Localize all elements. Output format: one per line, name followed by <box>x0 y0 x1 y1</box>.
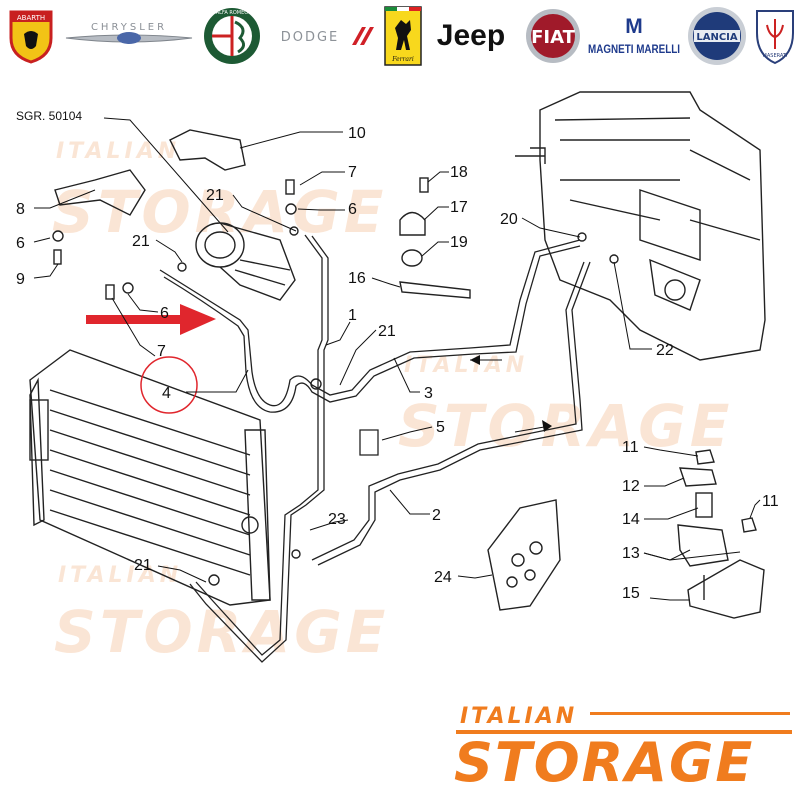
callout-11-right: 11 <box>762 493 779 510</box>
highlight-circle <box>140 356 198 414</box>
highlight-arrow <box>86 304 216 335</box>
maserati-logo: MASERATI <box>752 8 798 65</box>
callout-19: 19 <box>450 234 468 251</box>
chrysler-logo: CHRYSLER <box>62 8 196 64</box>
callout-6-top: 6 <box>348 201 357 218</box>
dodge-logo: DODGE <box>266 8 376 64</box>
callout-11-top: 11 <box>622 439 639 456</box>
callout-2: 2 <box>432 507 441 524</box>
callout-21-mid: 21 <box>378 323 396 340</box>
part-10-bracket <box>169 129 246 171</box>
diagram-reference: SGR. 50104 <box>16 109 82 123</box>
svg-text:M: M <box>625 15 643 38</box>
lancia-logo-text: LANCIA <box>696 32 738 43</box>
callout-22: 22 <box>656 342 674 359</box>
jeep-logo-text: Jeep <box>436 19 506 52</box>
magneti-marelli-logo-text: MAGNETI MARELLI <box>588 42 680 56</box>
callout-5: 5 <box>436 419 445 436</box>
evaporator-box <box>515 91 766 361</box>
watermark-top: ITALIAN STORAGE <box>52 139 387 246</box>
maserati-logo-text: MASERATI <box>763 53 788 59</box>
part-8-bracket <box>54 169 146 216</box>
callout-14: 14 <box>622 511 640 528</box>
magneti-marelli-logo: MAGNETI MARELLI M <box>586 8 682 64</box>
logo-line1: ITALIAN <box>460 704 578 729</box>
callout-labels: 10 7 6 18 17 19 8 21 6 9 21 16 20 6 1 21… <box>16 125 779 602</box>
leader-lines <box>33 131 761 601</box>
callout-18: 18 <box>450 164 468 181</box>
fiat-logo: FIAT <box>522 8 584 64</box>
callout-6-mid: 6 <box>160 305 169 322</box>
watermark-top-line2: STORAGE <box>52 178 387 246</box>
logo-rule-bottom <box>456 730 792 734</box>
ferrari-logo-text: Ferrari <box>391 56 414 63</box>
watermark-bottom-line2: STORAGE <box>54 598 389 666</box>
callout-12: 12 <box>622 478 640 495</box>
callout-13: 13 <box>622 545 640 562</box>
callout-21-bottom: 21 <box>134 557 152 574</box>
logo-line2: STORAGE <box>454 731 755 794</box>
jeep-logo: Jeep <box>426 8 516 64</box>
callout-1: 1 <box>348 307 357 324</box>
watermark-bottom: ITALIAN STORAGE <box>54 563 389 666</box>
abarth-logo: ABARTH <box>2 8 60 64</box>
ac-hose-exploded-diagram: ITALIAN STORAGE ITALIAN STORAGE ITALIAN … <box>16 91 779 666</box>
callout-7-top: 7 <box>348 164 357 181</box>
brand-logo-strip: ABARTH CHRYSLER ALFA ROMEO DODGE <box>0 0 800 72</box>
callout-10: 10 <box>348 125 366 142</box>
callout-9: 9 <box>16 271 25 288</box>
condenser <box>29 349 271 606</box>
callout-21-left: 21 <box>132 233 150 250</box>
flow-arrows <box>470 355 552 433</box>
part-19-grommet <box>401 249 423 267</box>
abarth-logo-text: ABARTH <box>17 14 45 22</box>
callout-16: 16 <box>348 270 366 287</box>
small-hardware <box>52 177 619 586</box>
callout-15: 15 <box>622 585 640 602</box>
part-17-clamp <box>399 211 426 236</box>
callout-4: 4 <box>162 385 171 402</box>
callout-21-top: 21 <box>206 187 224 204</box>
callout-24: 24 <box>434 569 452 586</box>
part-16-bracket <box>399 281 471 299</box>
mounting-hardware-group <box>677 449 765 619</box>
watermark-middle-line1: ITALIAN <box>404 353 528 378</box>
lancia-logo: LANCIA <box>684 7 750 65</box>
fiat-logo-text: FIAT <box>531 27 576 48</box>
callout-8: 8 <box>16 201 25 218</box>
callout-23: 23 <box>328 511 346 528</box>
watermark-bottom-line1: ITALIAN <box>58 563 182 588</box>
part-24-gasket-plate <box>487 499 561 611</box>
callout-3: 3 <box>424 385 433 402</box>
watermark-top-line1: ITALIAN <box>56 139 180 164</box>
callout-17: 17 <box>450 199 468 216</box>
callout-20: 20 <box>500 211 518 228</box>
compressor <box>195 222 296 301</box>
dodge-logo-text: DODGE <box>281 30 340 45</box>
callout-7-mid: 7 <box>157 343 166 360</box>
callout-6-left: 6 <box>16 235 25 252</box>
hose-lines <box>159 234 591 663</box>
ferrari-logo: Ferrari <box>382 6 424 66</box>
alfa-romeo-logo-text: ALFA ROMEO <box>216 10 249 16</box>
logo-rule-top <box>590 712 790 715</box>
alfa-romeo-logo: ALFA ROMEO <box>200 8 264 64</box>
reference-leader <box>103 117 229 233</box>
chrysler-logo-text: CHRYSLER <box>91 22 167 33</box>
watermark-middle: ITALIAN STORAGE <box>398 353 729 460</box>
